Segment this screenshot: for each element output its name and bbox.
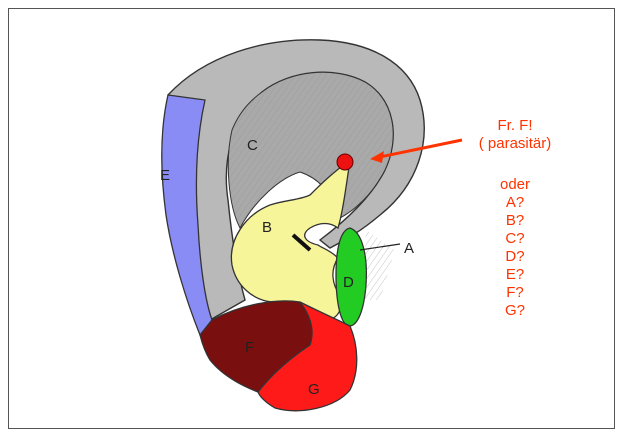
label-d: D (343, 274, 354, 291)
option-d: D? (440, 248, 590, 266)
label-b: B (262, 219, 272, 236)
annotation-oder: oder (440, 176, 590, 194)
annotation-options: oder A? B? C? D? E? F? G? (440, 176, 590, 320)
parasite-marker (337, 154, 353, 170)
label-a: A (404, 240, 414, 257)
annotation-line2: ( parasitär) (440, 135, 590, 153)
label-c: C (247, 137, 258, 154)
label-f: F (245, 339, 254, 356)
label-g: G (308, 381, 320, 398)
option-c: C? (440, 230, 590, 248)
option-g: G? (440, 302, 590, 320)
option-e: E? (440, 266, 590, 284)
annotation-title: Fr. F! ( parasitär) (440, 117, 590, 153)
option-a: A? (440, 194, 590, 212)
annotation-line1: Fr. F! (440, 117, 590, 135)
label-e: E (160, 167, 170, 184)
option-b: B? (440, 212, 590, 230)
option-f: F? (440, 284, 590, 302)
